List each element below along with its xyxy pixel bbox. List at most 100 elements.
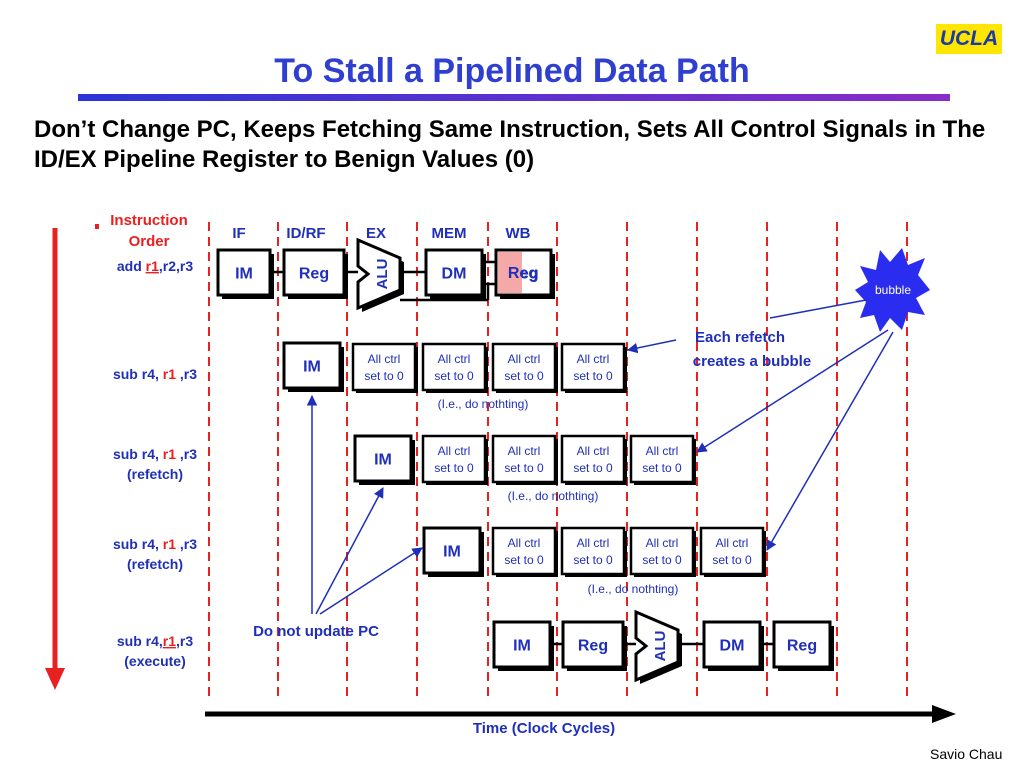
instruction-label: sub r4, r1 ,r3(refetch) xyxy=(113,446,197,482)
ctrl-text: All ctrl xyxy=(508,444,541,458)
instruction-part: add xyxy=(117,258,146,274)
instruction-sublabel: (refetch) xyxy=(127,556,183,572)
instruction-order-label: Order xyxy=(129,233,170,250)
nothing-note: (I.e., do nothting) xyxy=(508,489,599,503)
register-r1: r1 xyxy=(163,536,176,552)
clock-cycle-gridlines xyxy=(208,222,908,700)
ctrl-text: All ctrl xyxy=(646,444,679,458)
block-outline xyxy=(424,248,484,297)
title-underline xyxy=(78,94,950,101)
register-r1: r1 xyxy=(163,633,176,649)
ctrl-text: All ctrl xyxy=(438,352,471,366)
im-block: IM xyxy=(492,620,554,671)
block-outline xyxy=(702,620,762,669)
block-label: IM xyxy=(443,544,461,561)
ucla-logo: UCLA xyxy=(936,24,1002,54)
nothing-note: (I.e., do nothting) xyxy=(588,582,679,596)
ctrl-zero-box: All ctrl set to 0 xyxy=(351,342,418,393)
ctrl-text: All ctrl xyxy=(368,352,401,366)
ctrl-text: set to 0 xyxy=(573,553,613,567)
bubble-note: Each refetch xyxy=(695,329,785,346)
time-axis-label: Time (Clock Cycles) xyxy=(473,720,615,737)
block-outline xyxy=(560,434,626,484)
reg-block: Reg xyxy=(772,620,834,671)
bubble-pointer-arrow xyxy=(766,331,894,551)
author-credit: Savio Chau xyxy=(930,746,1003,762)
ctrl-zero-box: All ctrl set to 0 xyxy=(699,526,766,577)
bubble-label: bubble xyxy=(875,283,911,297)
ctrl-text: All ctrl xyxy=(577,352,610,366)
bubble-pointer-line xyxy=(769,299,867,319)
block-label: Reg xyxy=(508,265,538,282)
pc-arrow xyxy=(319,547,423,615)
ctrl-text: set to 0 xyxy=(504,369,544,383)
block-label: Reg xyxy=(578,638,608,655)
block-outline xyxy=(421,434,487,484)
slide-subtitle: Don’t Change PC, Keeps Fetching Same Ins… xyxy=(34,116,986,173)
instruction-part: ,r3 xyxy=(176,366,197,382)
block-outline xyxy=(491,526,557,576)
dm-block: DM xyxy=(424,248,486,299)
block-label: IM xyxy=(513,638,531,655)
register-r1: r1 xyxy=(163,366,176,382)
instruction-part: ,r3 xyxy=(176,633,193,649)
bubble-note: creates a bubble xyxy=(693,353,811,370)
instruction-label: add r1,r2,r3 xyxy=(117,258,193,274)
bubble-shape xyxy=(855,248,930,332)
im-block: IM xyxy=(216,248,274,299)
instruction-part: sub r4, xyxy=(113,446,163,462)
ctrl-text: set to 0 xyxy=(573,369,613,383)
pc-arrow xyxy=(315,487,384,615)
im-block: IM xyxy=(422,526,484,577)
alu-label: ALU xyxy=(374,259,391,290)
ctrl-text: set to 0 xyxy=(504,461,544,475)
ctrl-zero-box: All ctrl set to 0 xyxy=(560,342,627,393)
block-label: IM xyxy=(374,452,392,469)
block-outline xyxy=(629,434,695,484)
ctrl-text: set to 0 xyxy=(434,369,474,383)
instruction-text: sub r4, r1 ,r3 xyxy=(113,366,197,382)
ctrl-zero-box: All ctrl set to 0 xyxy=(491,434,558,485)
instruction-label: sub r4, r1 ,r3 (refetch) xyxy=(113,536,197,572)
alu-label: ALU xyxy=(652,631,669,662)
stage-heading: MEM xyxy=(432,225,467,242)
dm-block: DM xyxy=(702,620,764,671)
block-outline xyxy=(699,526,765,576)
block-outline xyxy=(772,620,832,669)
slide-title: To Stall a Pipelined Data Path xyxy=(274,52,750,90)
reg-block: Reg xyxy=(561,620,627,671)
instruction-part: ,r3 xyxy=(176,536,197,552)
ctrl-text: set to 0 xyxy=(504,553,544,567)
instruction-part: sub r4, xyxy=(113,366,163,382)
instruction-text: sub r4,r1,r3 xyxy=(117,633,193,649)
bubble-note-arrow xyxy=(626,339,677,354)
block-label: IM xyxy=(303,359,321,376)
instruction-text: sub r4, r1 ,r3 xyxy=(113,536,197,552)
register-r1: r1 xyxy=(146,258,159,274)
block-outline xyxy=(351,342,417,392)
ctrl-text: set to 0 xyxy=(573,461,613,475)
ctrl-text: set to 0 xyxy=(712,553,752,567)
block-label: DM xyxy=(720,638,745,655)
stage-heading: EX xyxy=(366,225,386,242)
ctrl-text: set to 0 xyxy=(364,369,404,383)
order-dash xyxy=(95,224,99,229)
block-label: DM xyxy=(442,266,467,283)
instruction-text: add r1,r2,r3 xyxy=(117,258,193,274)
ctrl-text: All ctrl xyxy=(716,536,749,550)
ctrl-text: set to 0 xyxy=(434,461,474,475)
block-label: IM xyxy=(235,266,253,283)
instruction-part: sub r4, xyxy=(117,633,163,649)
instruction-order-arrow-head xyxy=(45,668,65,690)
block-outline xyxy=(282,341,342,390)
block-outline xyxy=(422,526,482,575)
block-outline xyxy=(560,342,626,392)
